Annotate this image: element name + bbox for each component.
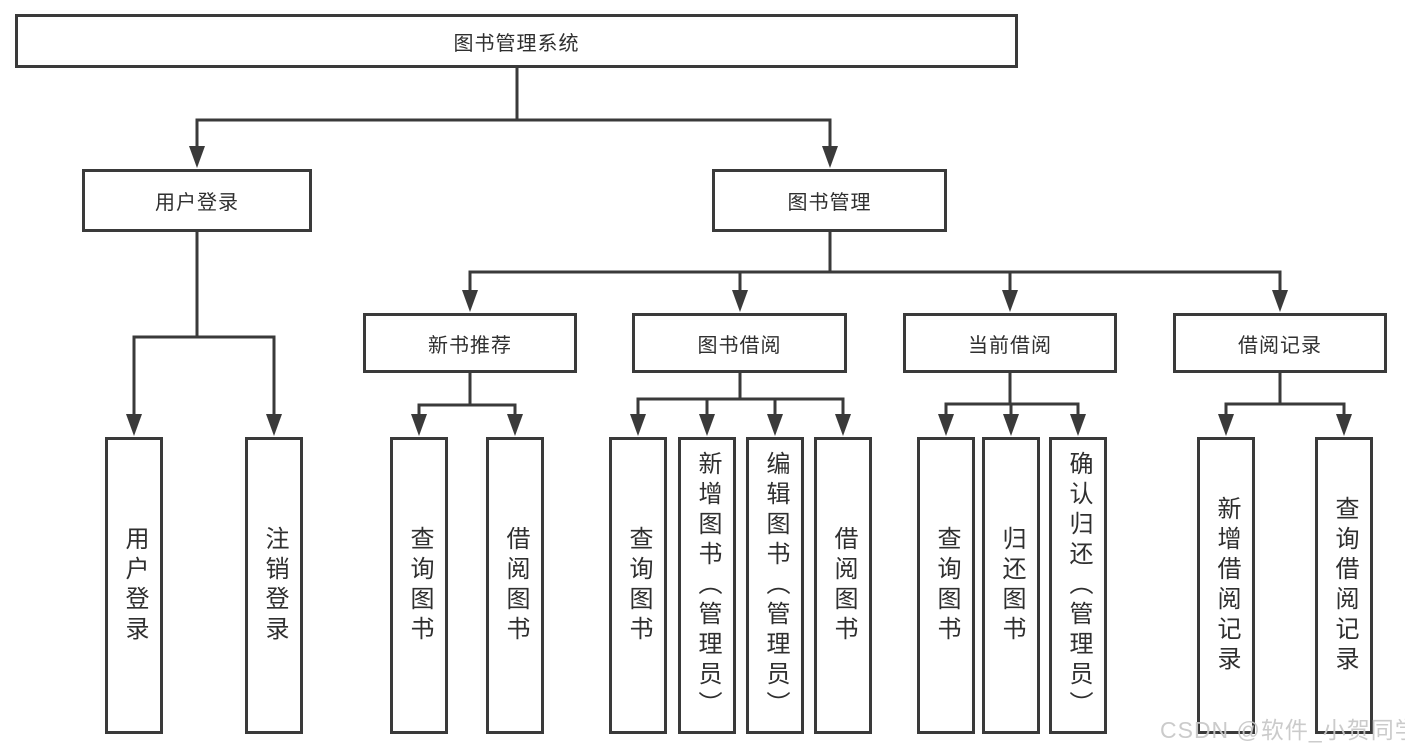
node-label: 借阅图书 <box>502 525 529 646</box>
node-label: 图书管理 <box>787 192 872 214</box>
connector-borrow-records-to-leaves <box>1224 372 1346 416</box>
node-label: 借阅图书 <box>830 525 857 646</box>
node-label: 查询图书 <box>625 525 652 646</box>
node-borrow-records: 借阅记录 <box>1173 313 1387 373</box>
node-book-management: 图书管理 <box>712 169 947 232</box>
connector-user-login-to-leaves <box>132 232 276 416</box>
node-book-borrow: 图书借阅 <box>632 313 847 373</box>
leaf-borrow-query-books: 查询图书 <box>609 437 667 734</box>
node-label: 查询图书 <box>406 525 433 646</box>
node-label: 编辑图书（管理员） <box>762 450 789 721</box>
node-label: 用户登录 <box>155 192 239 214</box>
leaf-logout: 注销登录 <box>245 437 303 734</box>
node-label: 确认归还（管理员） <box>1065 450 1092 721</box>
connector-book-borrow-to-leaves <box>636 372 845 416</box>
leaf-records-query-record: 查询借阅记录 <box>1315 437 1373 734</box>
node-label: 当前借阅 <box>968 334 1052 357</box>
leaf-user-login: 用户登录 <box>105 437 163 734</box>
connector-current-borrow-to-leaves <box>944 372 1080 416</box>
leaf-newbook-borrow-books: 借阅图书 <box>486 437 544 734</box>
node-label: 新增借阅记录 <box>1213 495 1240 676</box>
leaf-current-return-books: 归还图书 <box>982 437 1040 734</box>
leaf-borrow-edit-books-admin: 编辑图书（管理员） <box>746 437 804 734</box>
node-user-login: 用户登录 <box>82 169 312 232</box>
leaf-borrow-add-books-admin: 新增图书（管理员） <box>678 437 736 734</box>
node-label: 查询图书 <box>933 525 960 646</box>
node-label: 图书管理系统 <box>453 32 580 55</box>
node-label: 用户登录 <box>121 525 148 646</box>
node-current-borrow: 当前借阅 <box>903 313 1117 373</box>
node-label: 新书推荐 <box>428 334 512 357</box>
leaf-borrow-borrow-books: 借阅图书 <box>814 437 872 734</box>
connector-new-book-to-leaves <box>417 372 517 416</box>
leaf-records-add-record: 新增借阅记录 <box>1197 437 1255 734</box>
node-label: 注销登录 <box>261 525 288 646</box>
node-new-book-recommend: 新书推荐 <box>363 313 577 373</box>
leaf-newbook-query-books: 查询图书 <box>390 437 448 734</box>
connector-book-mgmt-to-level3 <box>468 232 1282 292</box>
csdn-watermark: CSDN @软件_小贺同学 <box>1160 717 1405 743</box>
node-label: 归还图书 <box>998 525 1025 646</box>
node-label: 借阅记录 <box>1238 334 1322 357</box>
node-label: 图书借阅 <box>697 334 782 357</box>
leaf-current-confirm-return-admin: 确认归还（管理员） <box>1049 437 1107 734</box>
node-root-library-system: 图书管理系统 <box>15 14 1018 68</box>
connector-root-to-level2 <box>195 67 832 149</box>
node-label: 新增图书（管理员） <box>694 450 721 721</box>
leaf-current-query-books: 查询图书 <box>917 437 975 734</box>
node-label: 查询借阅记录 <box>1331 495 1358 676</box>
